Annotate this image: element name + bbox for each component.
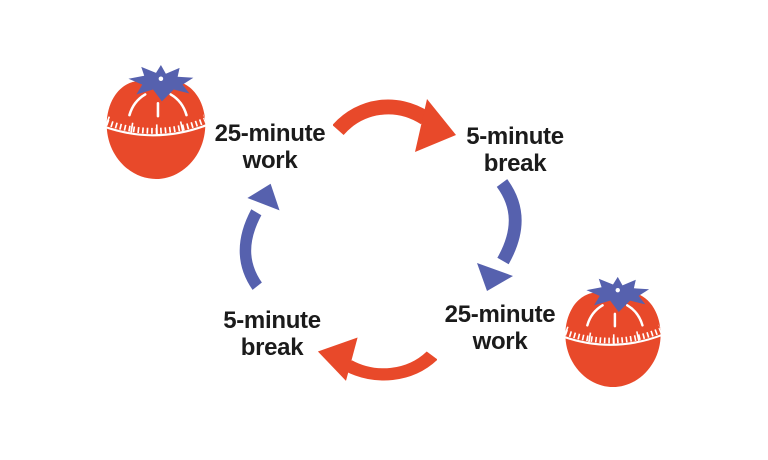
step-label-line1: 25-minute	[444, 301, 556, 328]
arrow-work-to-break-bottom	[315, 331, 437, 385]
step-label-line2: work	[472, 328, 528, 355]
step-label-line2: work	[242, 147, 298, 174]
cycle-step-label-top-right: 5-minute break	[415, 123, 615, 177]
arrow-break-to-work-left	[234, 180, 284, 290]
step-label-line1: 5-minute	[223, 307, 321, 334]
step-label-line2: break	[240, 334, 304, 361]
arrow-break-to-work-right	[472, 179, 528, 295]
step-label-line2: break	[483, 150, 547, 177]
step-label-line1: 5-minute	[466, 123, 564, 150]
step-label-line1: 25-minute	[214, 120, 326, 147]
cycle-step-label-bottom-left: 5-minute break	[172, 307, 372, 361]
cycle-step-label-top-left: 25-minute work	[170, 120, 370, 174]
cycle-step-label-bottom-right: 25-minute work	[400, 301, 600, 355]
arrow-work-to-break-top	[333, 94, 459, 160]
